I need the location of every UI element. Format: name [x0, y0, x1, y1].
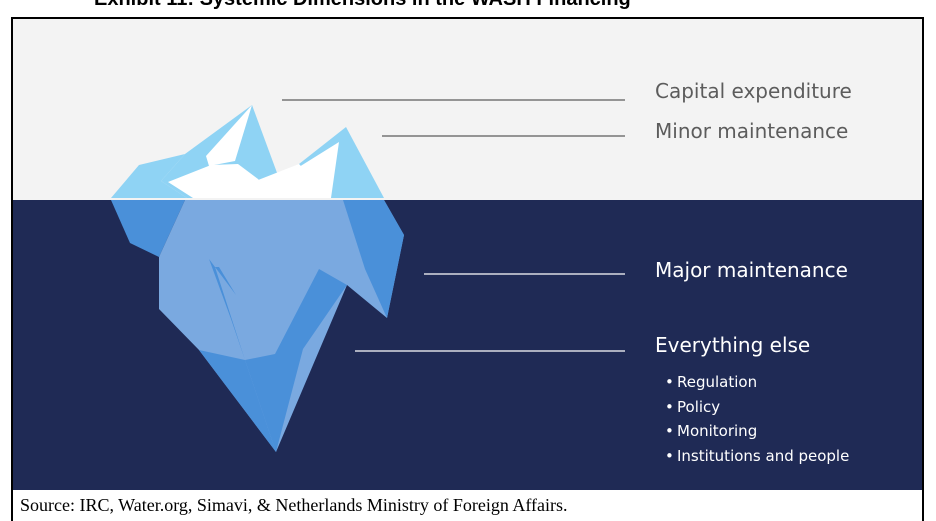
label-capital-expenditure: Capital expenditure [655, 79, 852, 103]
everything-else-list: •Regulation •Policy •Monitoring •Institu… [665, 374, 849, 472]
iceberg-under-lower [199, 350, 276, 452]
list-item: •Policy [665, 397, 721, 416]
iceberg-under-mid [245, 269, 347, 452]
iceberg-snow-ridge [168, 164, 275, 198]
label-major-maintenance: Major maintenance [655, 258, 848, 282]
label-everything-else: Everything else [655, 333, 811, 357]
bullet-icon: • [665, 446, 674, 465]
iceberg-tip-left [111, 154, 187, 198]
exhibit-title: Exhibit 11: Systemic Dimensions in the W… [94, 0, 631, 11]
iceberg-under-body [159, 200, 404, 452]
label-minor-maintenance: Minor maintenance [655, 119, 849, 143]
iceberg-under-right [343, 200, 404, 318]
iceberg-snow-main [206, 105, 252, 166]
iceberg-snow-center [253, 164, 331, 198]
iceberg-illustration [111, 99, 625, 452]
list-item: •Monitoring [665, 422, 758, 440]
bullet-icon: • [665, 373, 674, 391]
list-item: •Regulation [665, 373, 758, 391]
iceberg-figure: Capital expenditure Minor maintenance Ma… [11, 17, 924, 521]
bullet-icon: • [665, 397, 674, 416]
list-item: •Institutions and people [665, 446, 850, 465]
source-note: Source: IRC, Water.org, Simavi, & Nether… [16, 495, 572, 516]
bullet-icon: • [665, 422, 674, 440]
iceberg-under-left [111, 200, 185, 257]
